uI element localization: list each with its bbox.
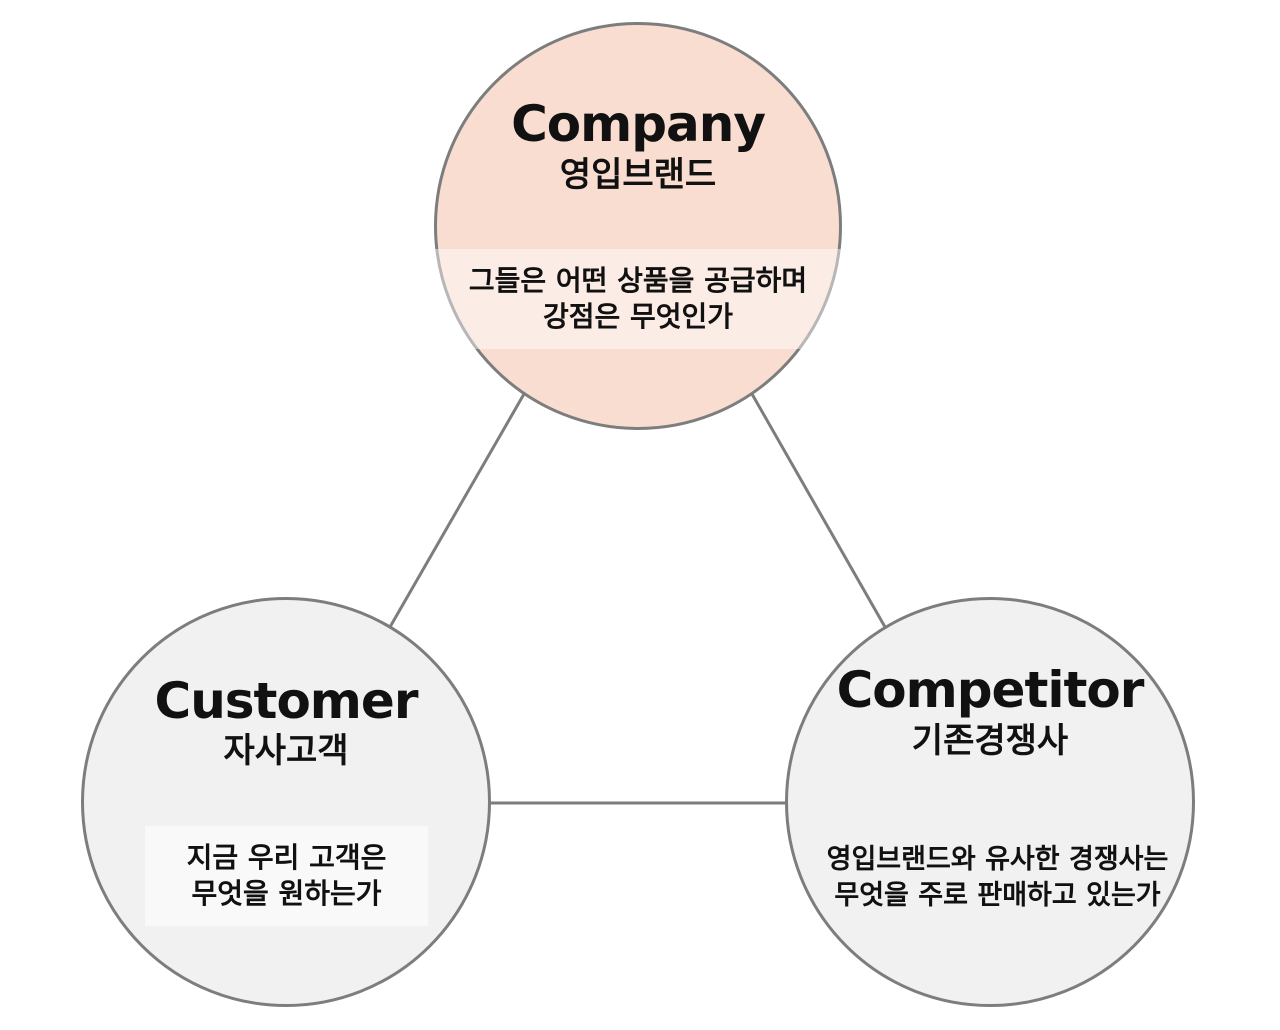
- customer-subtitle: 자사고객: [223, 731, 349, 771]
- company-title: Company: [511, 95, 766, 153]
- competitor-subtitle: 기존경쟁사: [911, 721, 1069, 761]
- company-description-line: 강점은 무엇인가: [542, 300, 734, 333]
- competitor-title: Competitor: [836, 661, 1145, 719]
- company-subtitle: 영입브랜드: [559, 155, 717, 195]
- competitor-circle: [785, 597, 1195, 1007]
- competitor-description-line: 영입브랜드와 유사한 경쟁사는: [826, 844, 1169, 875]
- company-description-line: 그들은 어떤 상품을 공급하며: [468, 264, 808, 297]
- connector-company-customer: [388, 393, 526, 628]
- customer-description-line: 무엇을 원하는가: [191, 877, 382, 910]
- company-circle: [434, 22, 842, 430]
- competitor-description-line: 무엇을 주로 판매하고 있는가: [834, 880, 1161, 911]
- customer-description-line: 지금 우리 고객은: [186, 841, 387, 874]
- customer-circle: [81, 597, 491, 1007]
- company-description: 그들은 어떤 상품을 공급하며 강점은 무엇인가: [434, 249, 842, 349]
- competitor-description: 영입브랜드와 유사한 경쟁사는 무엇을 주로 판매하고 있는가: [785, 832, 1210, 924]
- customer-title: Customer: [154, 672, 419, 730]
- connector-company-competitor: [750, 393, 887, 628]
- customer-description: 지금 우리 고객은 무엇을 원하는가: [145, 826, 428, 926]
